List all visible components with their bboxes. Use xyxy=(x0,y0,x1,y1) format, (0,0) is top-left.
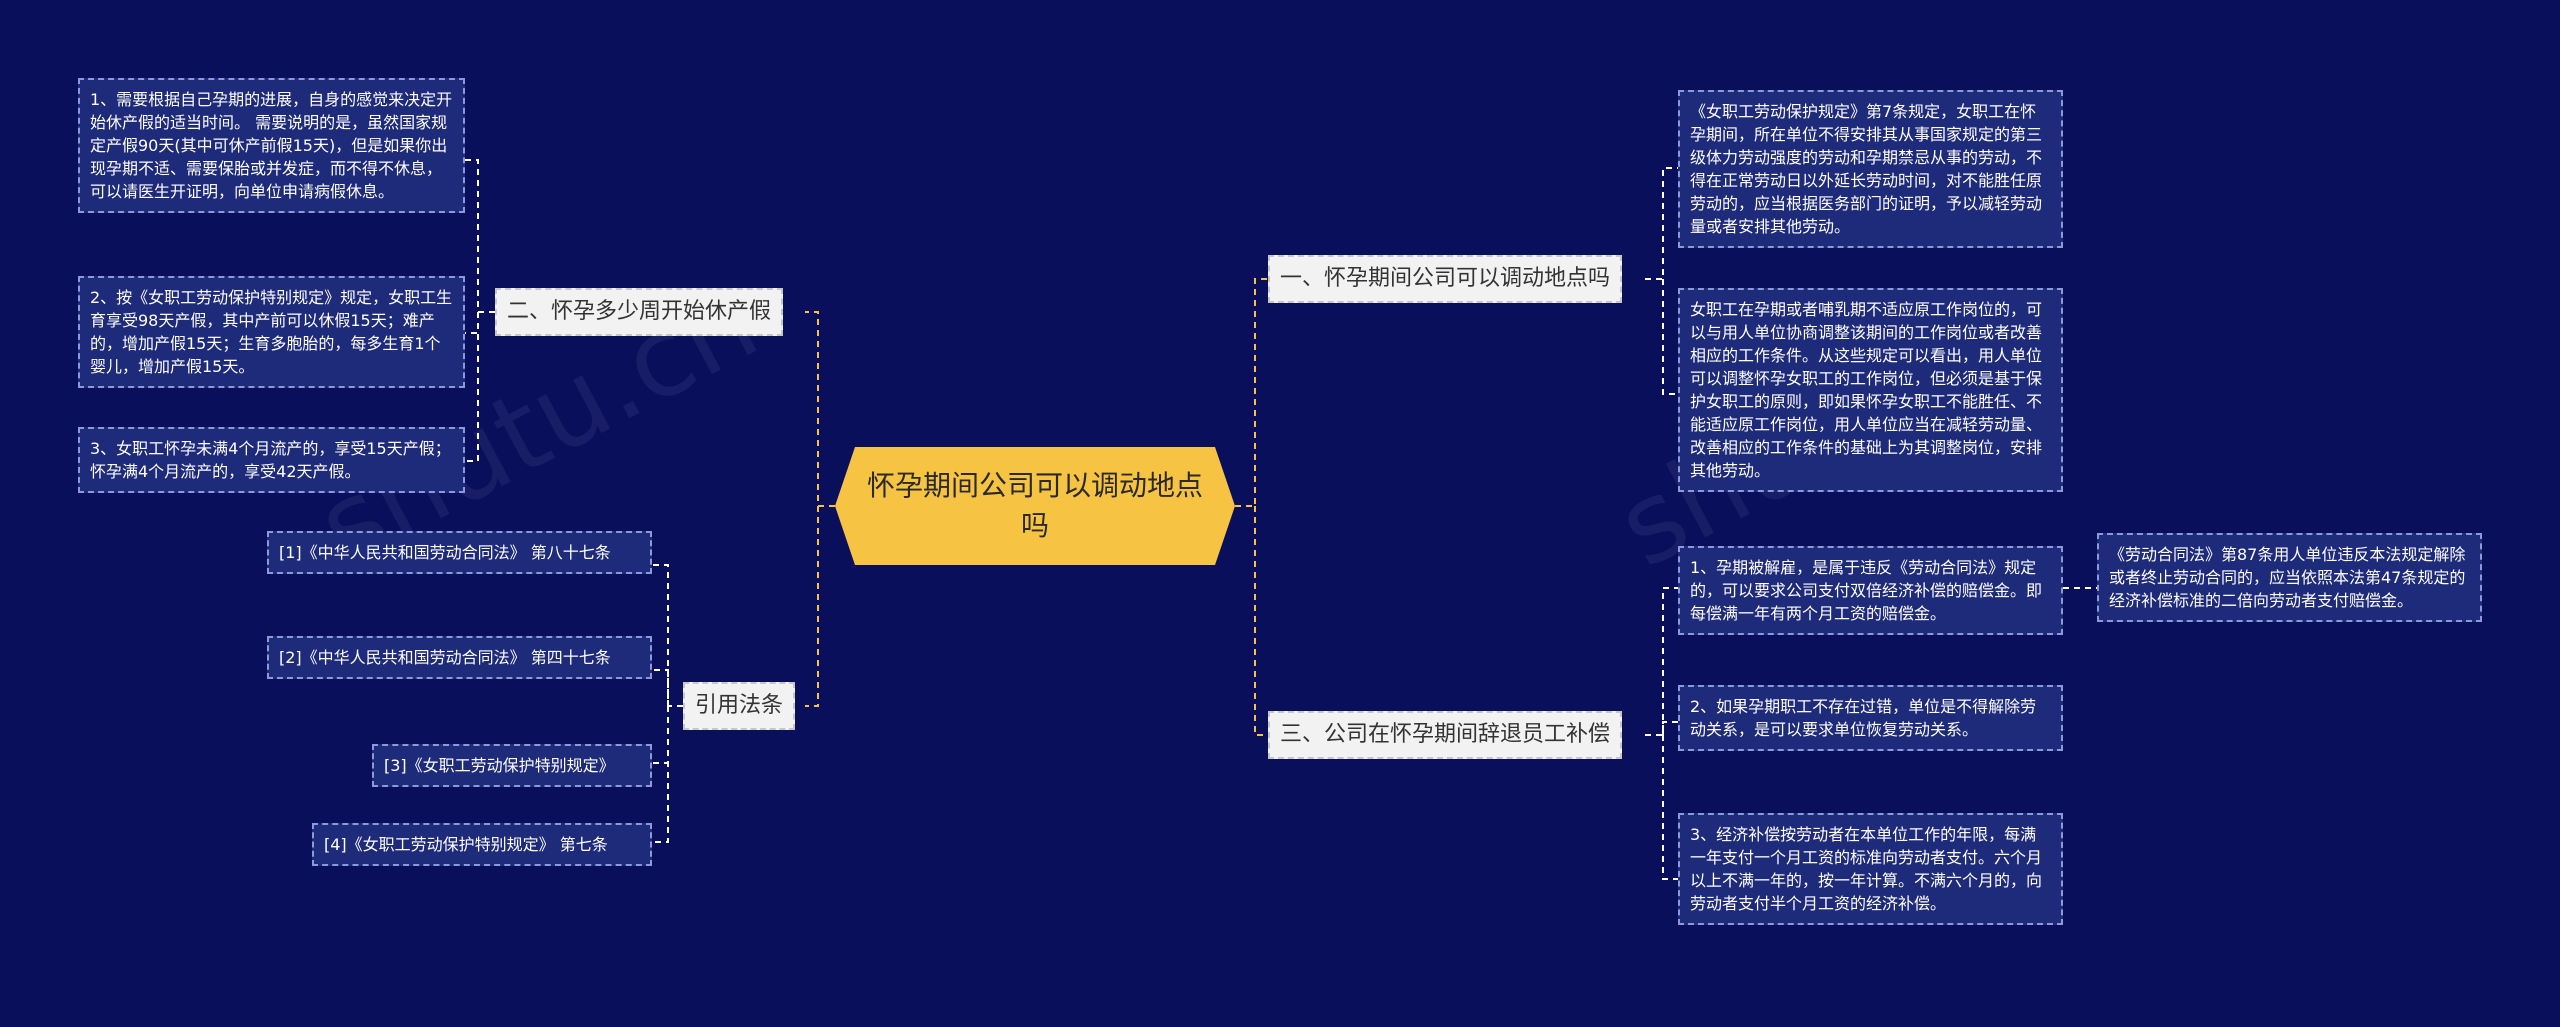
leaf-law-3[interactable]: [3]《女职工劳动保护特别规定》 xyxy=(372,744,652,787)
leaf-b1-2[interactable]: 女职工在孕期或者哺乳期不适应原工作岗位的，可以与用人单位协商调整该期间的工作岗位… xyxy=(1678,288,2063,492)
leaf-b2-2[interactable]: 2、按《女职工劳动保护特别规定》规定，女职工生育享受98天产假，其中产前可以休假… xyxy=(78,276,465,388)
leaf-law-4[interactable]: [4]《女职工劳动保护特别规定》 第七条 xyxy=(312,823,652,866)
leaf-b3-1[interactable]: 1、孕期被解雇，是属于违反《劳动合同法》规定的，可以要求公司支付双倍经济补偿的赔… xyxy=(1678,546,2063,635)
leaf-b2-3[interactable]: 3、女职工怀孕未满4个月流产的，享受15天产假；怀孕满4个月流产的，享受42天产… xyxy=(78,427,465,493)
leaf-b3-sub[interactable]: 《劳动合同法》第87条用人单位违反本法规定解除或者终止劳动合同的，应当依照本法第… xyxy=(2097,533,2482,622)
leaf-law-2[interactable]: [2]《中华人民共和国劳动合同法》 第四十七条 xyxy=(267,636,652,679)
leaf-b1-1[interactable]: 《女职工劳动保护规定》第7条规定，女职工在怀孕期间，所在单位不得安排其从事国家规… xyxy=(1678,90,2063,248)
leaf-b3-3[interactable]: 3、经济补偿按劳动者在本单位工作的年限，每满一年支付一个月工资的标准向劳动者支付… xyxy=(1678,813,2063,925)
branch-topic-maternity-leave[interactable]: 二、怀孕多少周开始休产假 xyxy=(495,288,784,336)
leaf-b2-1[interactable]: 1、需要根据自己孕期的进展，自身的感觉来决定开始休产假的适当时间。 需要说明的是… xyxy=(78,78,465,213)
root-topic[interactable]: 怀孕期间公司可以调动地点吗 xyxy=(835,447,1235,565)
leaf-law-1[interactable]: [1]《中华人民共和国劳动合同法》 第八十七条 xyxy=(267,531,652,574)
branch-topic-relocation[interactable]: 一、怀孕期间公司可以调动地点吗 xyxy=(1268,255,1623,303)
branch-topic-dismissal-compensation[interactable]: 三、公司在怀孕期间辞退员工补偿 xyxy=(1268,711,1623,759)
leaf-b3-2[interactable]: 2、如果孕期职工不存在过错，单位是不得解除劳动关系，是可以要求单位恢复劳动关系。 xyxy=(1678,685,2063,751)
branch-topic-cited-laws[interactable]: 引用法条 xyxy=(683,682,796,730)
